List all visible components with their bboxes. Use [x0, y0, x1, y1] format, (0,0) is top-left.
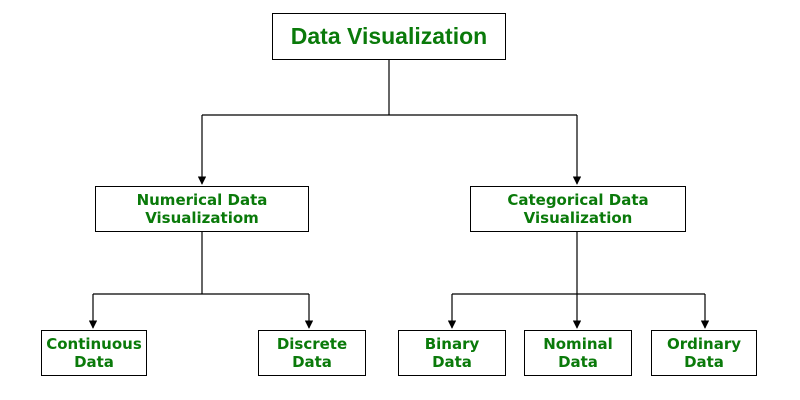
binary-label-line2: Data	[432, 353, 472, 371]
continuous-data-node: Continuous Data	[41, 330, 147, 376]
ordinary-label-line1: Ordinary	[666, 335, 741, 353]
numerical-data-node: Numerical Data Visualizatiom	[95, 186, 309, 232]
root-node: Data Visualization	[272, 13, 506, 60]
discrete-data-node: Discrete Data	[258, 330, 366, 376]
binary-data-node: Binary Data	[398, 330, 506, 376]
categorical-label-line1: Categorical Data	[507, 191, 649, 209]
continuous-label-line2: Data	[74, 353, 114, 371]
root-label: Data Visualization	[290, 22, 488, 49]
continuous-label-line1: Continuous	[46, 335, 142, 353]
discrete-label-line1: Discrete	[276, 335, 348, 353]
nominal-label-line1: Nominal	[543, 335, 613, 353]
nominal-data-node: Nominal Data	[524, 330, 632, 376]
numerical-label-line2: Visualizatiom	[145, 209, 259, 227]
binary-label-line1: Binary	[424, 335, 480, 353]
ordinary-data-node: Ordinary Data	[651, 330, 757, 376]
discrete-label-line2: Data	[292, 353, 332, 371]
nominal-label-line2: Data	[558, 353, 598, 371]
ordinary-label-line2: Data	[684, 353, 724, 371]
categorical-data-node: Categorical Data Visualization	[470, 186, 686, 232]
categorical-label-line2: Visualization	[523, 209, 633, 227]
numerical-label-line1: Numerical Data	[136, 191, 268, 209]
